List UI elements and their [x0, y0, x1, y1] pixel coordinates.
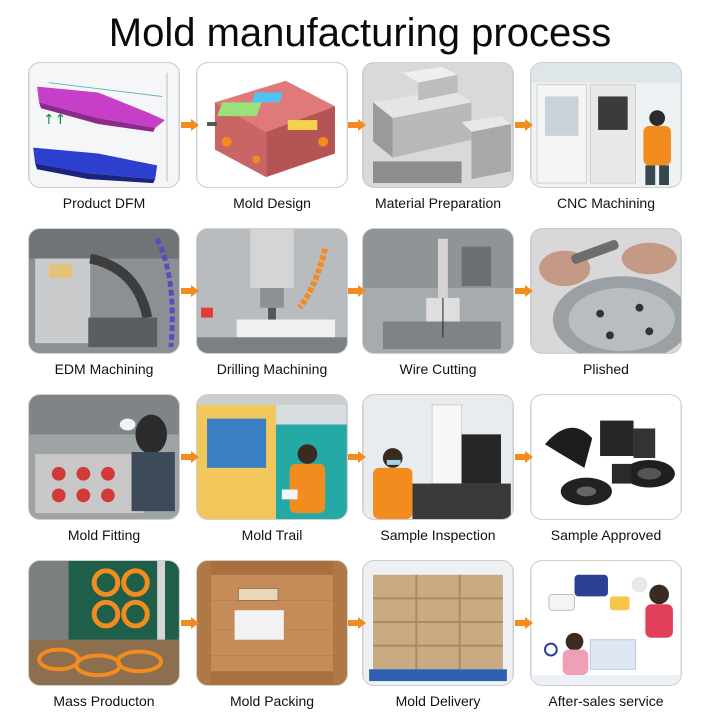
step-mold-fitting: Mold Fitting: [28, 394, 180, 554]
step-edm-machining: EDM Machining: [28, 228, 180, 388]
step-label: CNC Machining: [556, 195, 656, 211]
flow-arrow-icon: [181, 119, 199, 131]
drilling-machine-image: [196, 228, 348, 354]
step-label: Drilling Machining: [216, 361, 328, 377]
inspection-image: [362, 394, 514, 520]
pallet-boxes-image: [362, 560, 514, 686]
step-label: Product DFM: [62, 195, 146, 211]
step-sample-approved: Sample Approved: [530, 394, 682, 554]
step-after-sales-service: After-sales service: [530, 560, 682, 720]
flow-arrow-icon: [515, 451, 533, 463]
mold-3d-design-image: [196, 62, 348, 188]
flow-arrow-icon: [181, 285, 199, 297]
flow-arrow-icon: [515, 119, 533, 131]
step-label: Sample Approved: [550, 527, 662, 543]
step-label: After-sales service: [548, 693, 664, 709]
step-label: Mold Design: [233, 195, 311, 211]
mold-trial-image: [196, 394, 348, 520]
step-mold-design: Mold Design: [196, 62, 348, 222]
customer-service-image: [530, 560, 682, 686]
mass-production-image: [28, 560, 180, 686]
step-material-preparation: Material Preparation: [362, 62, 514, 222]
page-title: Mold manufacturing process: [108, 11, 612, 55]
step-cnc-machining: CNC Machining: [530, 62, 682, 222]
step-label: Mold Delivery: [395, 693, 481, 709]
step-sample-inspection: Sample Inspection: [362, 394, 514, 554]
step-mold-packing: Mold Packing: [196, 560, 348, 720]
flow-arrow-icon: [348, 285, 366, 297]
step-label: Material Preparation: [374, 195, 502, 211]
step-product-dfm: ↑↑ Product DFM: [28, 62, 180, 222]
flow-arrow-icon: [181, 617, 199, 629]
step-drilling-machining: Drilling Machining: [196, 228, 348, 388]
steel-blocks-image: [362, 62, 514, 188]
edm-machine-image: [28, 228, 180, 354]
flow-arrow-icon: [348, 451, 366, 463]
approved-parts-image: [530, 394, 682, 520]
step-label: EDM Machining: [54, 361, 154, 377]
cad-analysis-image: ↑↑: [28, 62, 180, 188]
step-label: Mold Fitting: [67, 527, 141, 543]
cnc-machine-image: [530, 62, 682, 188]
step-label: Mold Trail: [241, 527, 303, 543]
step-label: Mold Packing: [229, 693, 315, 709]
flow-arrow-icon: [348, 119, 366, 131]
wire-cutting-image: [362, 228, 514, 354]
flow-arrow-icon: [181, 451, 199, 463]
step-mold-delivery: Mold Delivery: [362, 560, 514, 720]
step-label: Sample Inspection: [380, 527, 496, 543]
step-polished: Plished: [530, 228, 682, 388]
flow-arrow-icon: [348, 617, 366, 629]
wooden-crate-image: [196, 560, 348, 686]
step-mass-production: Mass Producton: [28, 560, 180, 720]
polishing-image: [530, 228, 682, 354]
step-label: Mass Producton: [53, 693, 155, 709]
flow-arrow-icon: [515, 285, 533, 297]
flow-arrow-icon: [515, 617, 533, 629]
step-mold-trail: Mold Trail: [196, 394, 348, 554]
mold-fitting-image: [28, 394, 180, 520]
step-label: Plished: [583, 361, 629, 377]
step-label: Wire Cutting: [399, 361, 477, 377]
svg-text:↑↑: ↑↑: [43, 112, 66, 128]
step-wire-cutting: Wire Cutting: [362, 228, 514, 388]
